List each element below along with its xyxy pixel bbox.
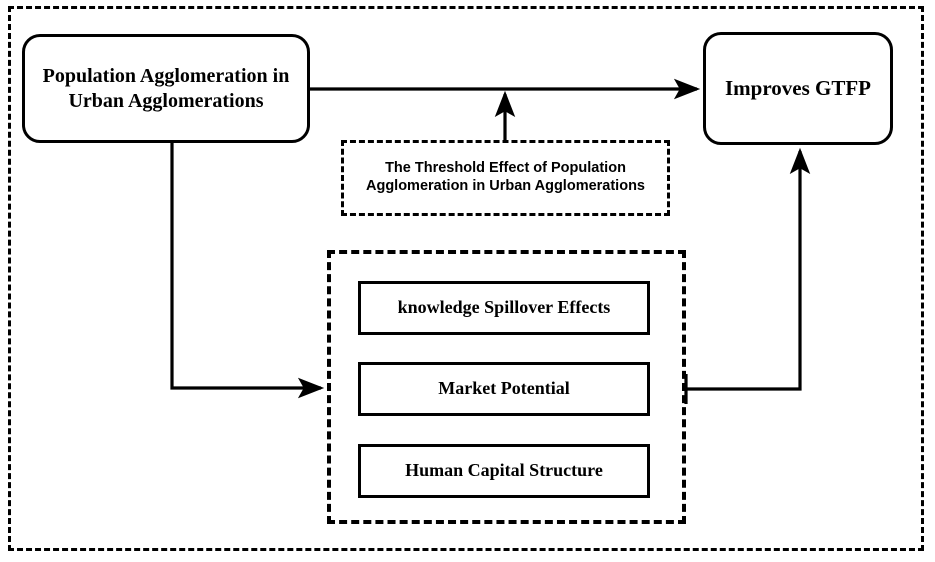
group-mechanisms	[327, 250, 686, 524]
edge-mechanisms-to-gtfp	[684, 147, 811, 404]
node-threshold-effect[interactable]	[341, 140, 670, 216]
outer-dashed-frame	[8, 6, 924, 551]
node-knowledge-spillover-effects[interactable]	[358, 281, 650, 335]
node-population-agglomeration[interactable]	[22, 34, 310, 143]
node-improves-gtfp[interactable]	[703, 32, 893, 145]
edge-population-to-mechanisms	[170, 143, 325, 399]
node-human-capital-structure[interactable]	[358, 444, 650, 498]
node-market-potential[interactable]	[358, 362, 650, 416]
